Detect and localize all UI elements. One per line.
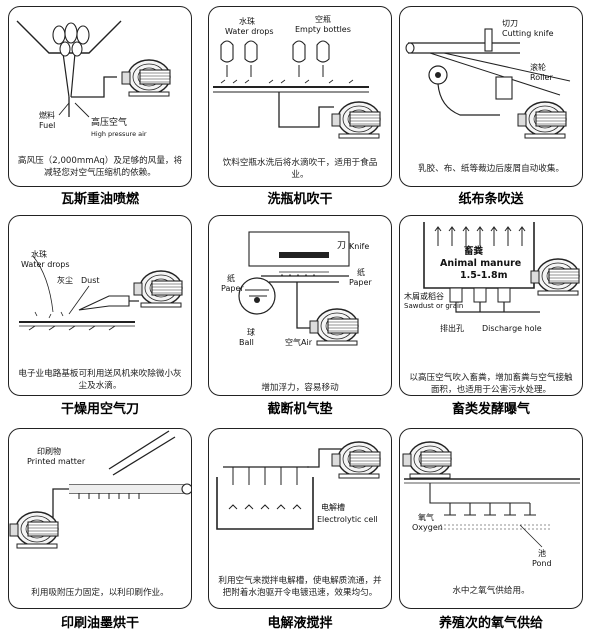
label-air-en: High pressure air	[91, 130, 147, 138]
panel-gas-oil-burner: 燃料 Fuel 高压空气 High pressure air 高风压（2,000…	[8, 6, 192, 187]
panel-title-bottle-dryer: 洗瓶机吹干	[267, 192, 333, 207]
label-paper2-cn: 纸	[357, 268, 365, 277]
gas-burner-illustration	[16, 20, 171, 118]
cutter-air-cushion-illustration	[238, 231, 359, 346]
label-drops-cn: 水珠	[239, 17, 255, 26]
label-roller-cn: 滚轮	[530, 63, 546, 72]
label-printed-en: Printed matter	[27, 457, 86, 466]
panel-description: 乳胶、布、纸等裁边后废屑自动收集。	[417, 164, 565, 174]
panel-description: 以高压空气吹入畜粪，增加畜粪与空气接触面积，也适用于公害污水处理。	[409, 373, 573, 395]
panel-title-air-knife: 干燥用空气刀	[60, 402, 139, 417]
panel-electrolyte-stirring: 电解槽 Electrolytic cell 利用空气来搅拌电解槽，使电解质流通，…	[208, 428, 392, 609]
panel-description: 高风压（2,000mmAq）及足够的风量，将减轻您对空气压缩机的依赖。	[17, 156, 183, 178]
label-hole-cn: 排出孔	[440, 324, 464, 333]
label-dust-en: Dust	[81, 276, 100, 285]
panel-description: 水中之氧气供给用。	[452, 586, 530, 596]
panel-bottle-dryer: 水珠 Water drops 空瓶 Empty bottles 饮料空瓶水洗后将…	[208, 6, 392, 187]
panel-description: 利用吸附压力固定，以利印刷作业。	[31, 588, 169, 598]
label-ball-en: Ball	[239, 338, 254, 347]
label-cell-cn: 电解槽	[321, 503, 345, 512]
label-depth: 1.5-1.8m	[460, 270, 508, 281]
bottle-dryer-illustration	[213, 40, 381, 139]
label-drops-en: Water drops	[21, 260, 70, 269]
label-bottles-cn: 空瓶	[315, 15, 331, 24]
label-air-cn: 空气	[285, 338, 301, 347]
panel-title-manure: 畜类发酵曝气	[451, 402, 530, 417]
label-dust-cn: 灰尘	[57, 276, 73, 285]
label-fuel-cn: 燃料	[39, 111, 55, 120]
label-drops-cn: 水珠	[31, 250, 47, 259]
panel-description: 饮料空瓶水洗后将水滴吹干，适用于食品业。	[222, 158, 378, 180]
manure-aeration-illustration	[423, 222, 580, 313]
label-air-en: Air	[301, 338, 312, 347]
label-hole-en: Discharge hole	[482, 324, 542, 333]
panel-title-electrolyte: 电解液搅拌	[267, 616, 333, 631]
electrolyte-illustration	[216, 441, 381, 530]
label-manure-cn: 畜粪	[464, 246, 484, 257]
label-cell-en: Electrolytic cell	[317, 515, 378, 524]
label-saw-en: Sawdust or grain	[404, 302, 464, 310]
panel-description: 增加浮力，容易移动	[261, 383, 339, 393]
panel-title-cutter-cushion: 截断机气垫	[267, 402, 333, 417]
panel-ink-drying: 印刷物 Printed matter 利用吸附压力固定，以利印刷作业。	[8, 428, 192, 609]
panel-title-gas-oil: 瓦斯重油喷燃	[60, 192, 139, 207]
label-knife-cn: 切刀	[502, 19, 518, 28]
label-knife-cn: 刀	[337, 241, 347, 251]
label-knife-en: Knife	[349, 242, 370, 251]
label-fuel-en: Fuel	[39, 121, 56, 130]
label-manure-en: Animal manure	[440, 258, 522, 269]
oxygen-supply-illustration	[402, 441, 580, 548]
panel-description: 电子业电路基板可利用送风机来吹除微小灰尘及水滴。	[18, 369, 182, 391]
panel-title-ink-drying: 印刷油墨烘干	[60, 616, 139, 631]
label-paper-cn: 纸	[227, 274, 235, 283]
label-pond-cn: 池	[538, 549, 546, 558]
paper-strip-illustration	[405, 28, 571, 139]
label-knife-en: Cutting knife	[502, 29, 554, 38]
ink-drying-illustration	[9, 430, 191, 549]
panel-title-paper-strip: 纸布条吹送	[458, 192, 524, 207]
panel-paper-strip: 切刀 Cutting knife 滚轮 Roller 乳胶、布、纸等裁边后废屑自…	[399, 6, 583, 187]
label-paper-en: Paper	[221, 284, 244, 293]
label-bottles-en: Empty bottles	[295, 25, 351, 34]
panel-air-knife: 水珠 Water drops 灰尘 Dust 电子业电路基板可利用送风机来吹除微…	[8, 215, 192, 396]
label-printed-cn: 印刷物	[37, 447, 61, 456]
panel-manure-aeration: 畜粪 Animal manure 1.5-1.8m 木屑或稻谷 Sawdust …	[399, 215, 583, 396]
label-ball-cn: 球	[247, 328, 255, 337]
label-air-cn: 高压空气	[91, 118, 128, 128]
label-drops-en: Water drops	[225, 27, 274, 36]
panel-description: 利用空气来搅拌电解槽，使电解质流通，并把附着水泡驱开令电镀迅速，效果均匀。	[218, 576, 382, 598]
label-pond-en: Pond	[532, 559, 552, 568]
label-oxygen-en: Oxygen	[412, 523, 443, 532]
air-knife-illustration	[19, 255, 183, 331]
label-roller-en: Roller	[530, 73, 553, 82]
panel-cutter-air-cushion: 刀 Knife 纸 Paper 纸 Paper 球 Ball 空气 Air 增加…	[208, 215, 392, 396]
panel-oxygen-supply: 氧气 Oxygen 池 Pond 水中之氧气供给用。	[399, 428, 583, 609]
panel-title-oxygen: 养殖次的氧气供给	[438, 616, 543, 631]
label-saw-cn: 木屑或稻谷	[404, 292, 444, 301]
label-oxygen-cn: 氧气	[418, 513, 434, 522]
label-paper2-en: Paper	[349, 278, 372, 287]
